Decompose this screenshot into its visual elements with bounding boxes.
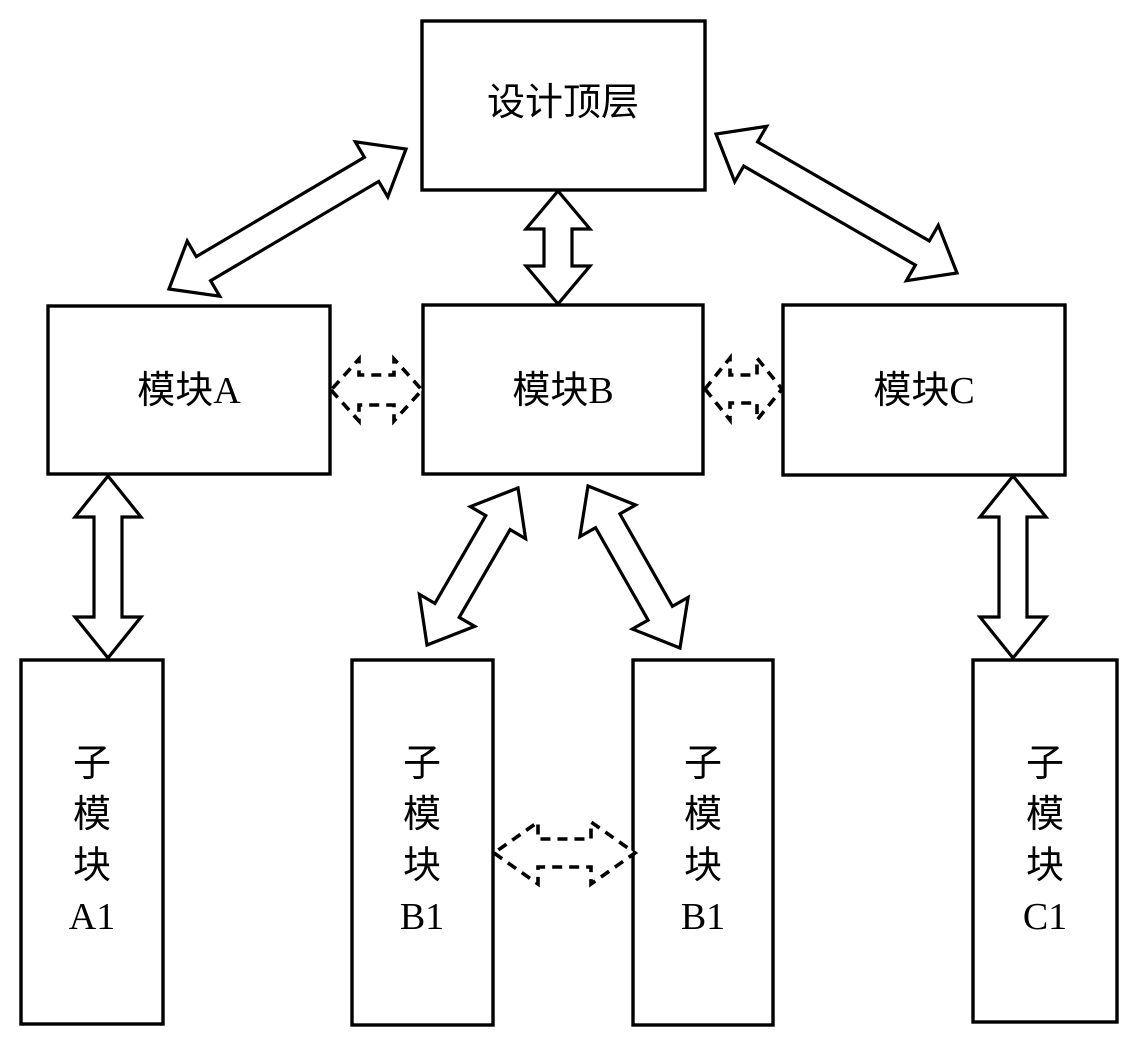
sub-a1-label-line3: 块	[73, 845, 111, 887]
arrow-sub-b1-left-sub-b1-right	[490, 818, 639, 888]
module-a-label: 模块A	[137, 370, 241, 412]
design-top-box	[420, 19, 707, 192]
design-top-label: 设计顶层	[487, 82, 639, 124]
module-b-label: 模块B	[512, 370, 613, 412]
module-a-box	[46, 304, 332, 476]
arrow-design-top-module-b	[522, 188, 594, 307]
sub-c1-label-line4: C1	[1023, 896, 1067, 938]
sub-c1-label-line2: 模	[1026, 794, 1064, 836]
sub-a1-label-line2: 模	[73, 794, 111, 836]
sub-b1-right-label-line2: 模	[684, 794, 722, 836]
sub-a1-box	[19, 658, 165, 1026]
sub-a1-label-line1: 子	[73, 743, 111, 785]
arrow-design-top-module-a	[166, 139, 409, 299]
arrow-module-a-sub-a1	[71, 473, 145, 661]
arrow-module-a-module-b	[328, 354, 425, 426]
node-module-a: 模块A	[46, 304, 332, 476]
sub-c1-label-line1: 子	[1026, 743, 1064, 785]
arrow-module-b-sub-b1-right	[577, 483, 691, 651]
node-sub-a1: 子 模 块 A1	[19, 658, 165, 1026]
node-module-c: 模块C	[781, 303, 1067, 477]
node-module-b: 模块B	[421, 303, 705, 476]
arrow-module-c-sub-c1	[976, 473, 1050, 661]
sub-b1-right-label-line3: 块	[684, 845, 722, 887]
module-c-label: 模块C	[873, 370, 974, 412]
arrow-design-top-module-c	[713, 124, 960, 283]
sub-c1-label-line3: 块	[1026, 845, 1064, 887]
sub-b1-right-label-line1: 子	[684, 743, 722, 785]
sub-b1-left-label-line2: 模	[403, 794, 441, 836]
sub-b1-left-box	[350, 658, 495, 1027]
module-c-box	[781, 303, 1067, 477]
sub-c1-box	[971, 658, 1119, 1024]
arrow-module-b-sub-b1-left	[417, 485, 528, 648]
arrow-module-b-module-c	[702, 352, 785, 426]
node-sub-b1-left: 子 模 块 B1	[350, 658, 495, 1027]
sub-b1-right-box	[631, 658, 775, 1027]
sub-b1-right-label-line4: B1	[681, 896, 725, 938]
node-sub-c1: 子 模 块 C1	[971, 658, 1119, 1024]
sub-b1-left-label-line1: 子	[403, 743, 441, 785]
sub-a1-label-line4: A1	[69, 896, 115, 938]
sub-b1-left-label-line4: B1	[400, 896, 444, 938]
module-b-box	[421, 303, 705, 476]
node-design-top: 设计顶层	[420, 19, 707, 192]
node-sub-b1-right: 子 模 块 B1	[631, 658, 775, 1027]
sub-b1-left-label-line3: 块	[403, 845, 441, 887]
